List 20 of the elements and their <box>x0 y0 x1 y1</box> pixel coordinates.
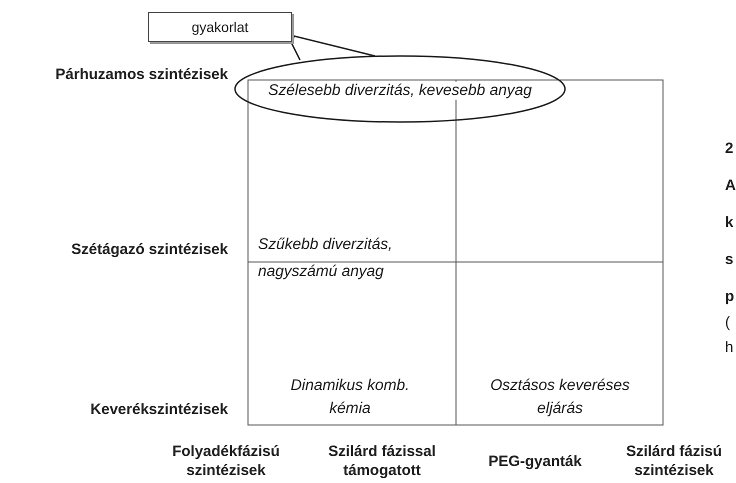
text-fragment: h <box>725 339 734 356</box>
cell-text: Dinamikus komb. kémia <box>290 376 410 419</box>
row-label: Szétágazó szintézisek <box>71 241 228 258</box>
text-fragment: A <box>725 177 736 194</box>
cell-text: Osztásos keveréses eljárás <box>489 376 631 419</box>
bubble-tail <box>291 35 376 61</box>
column-label: Szilárd fázissal támogatott <box>327 442 437 480</box>
text-fragment: p <box>725 288 734 305</box>
column-label: Szilárd fázisú szintézisek <box>625 442 723 480</box>
column-label: PEG-gyanták <box>487 452 583 471</box>
callout-box: gyakorlat <box>148 12 292 42</box>
text-fragment: ( <box>725 314 730 331</box>
text-fragment: k <box>725 214 734 231</box>
row-label: Keverékszintézisek <box>90 401 228 418</box>
bubble-text: Szélesebb diverzitás, kevesebb anyag <box>266 82 534 100</box>
text-fragment: 2 <box>725 140 734 157</box>
text-fragment: s <box>725 251 734 268</box>
cell-text: Szűkebb diverzitás, nagyszámú anyag <box>258 235 394 282</box>
row-label: Párhuzamos szintézisek <box>55 66 228 83</box>
column-label: Folyadékfázisú szintézisek <box>171 442 281 480</box>
